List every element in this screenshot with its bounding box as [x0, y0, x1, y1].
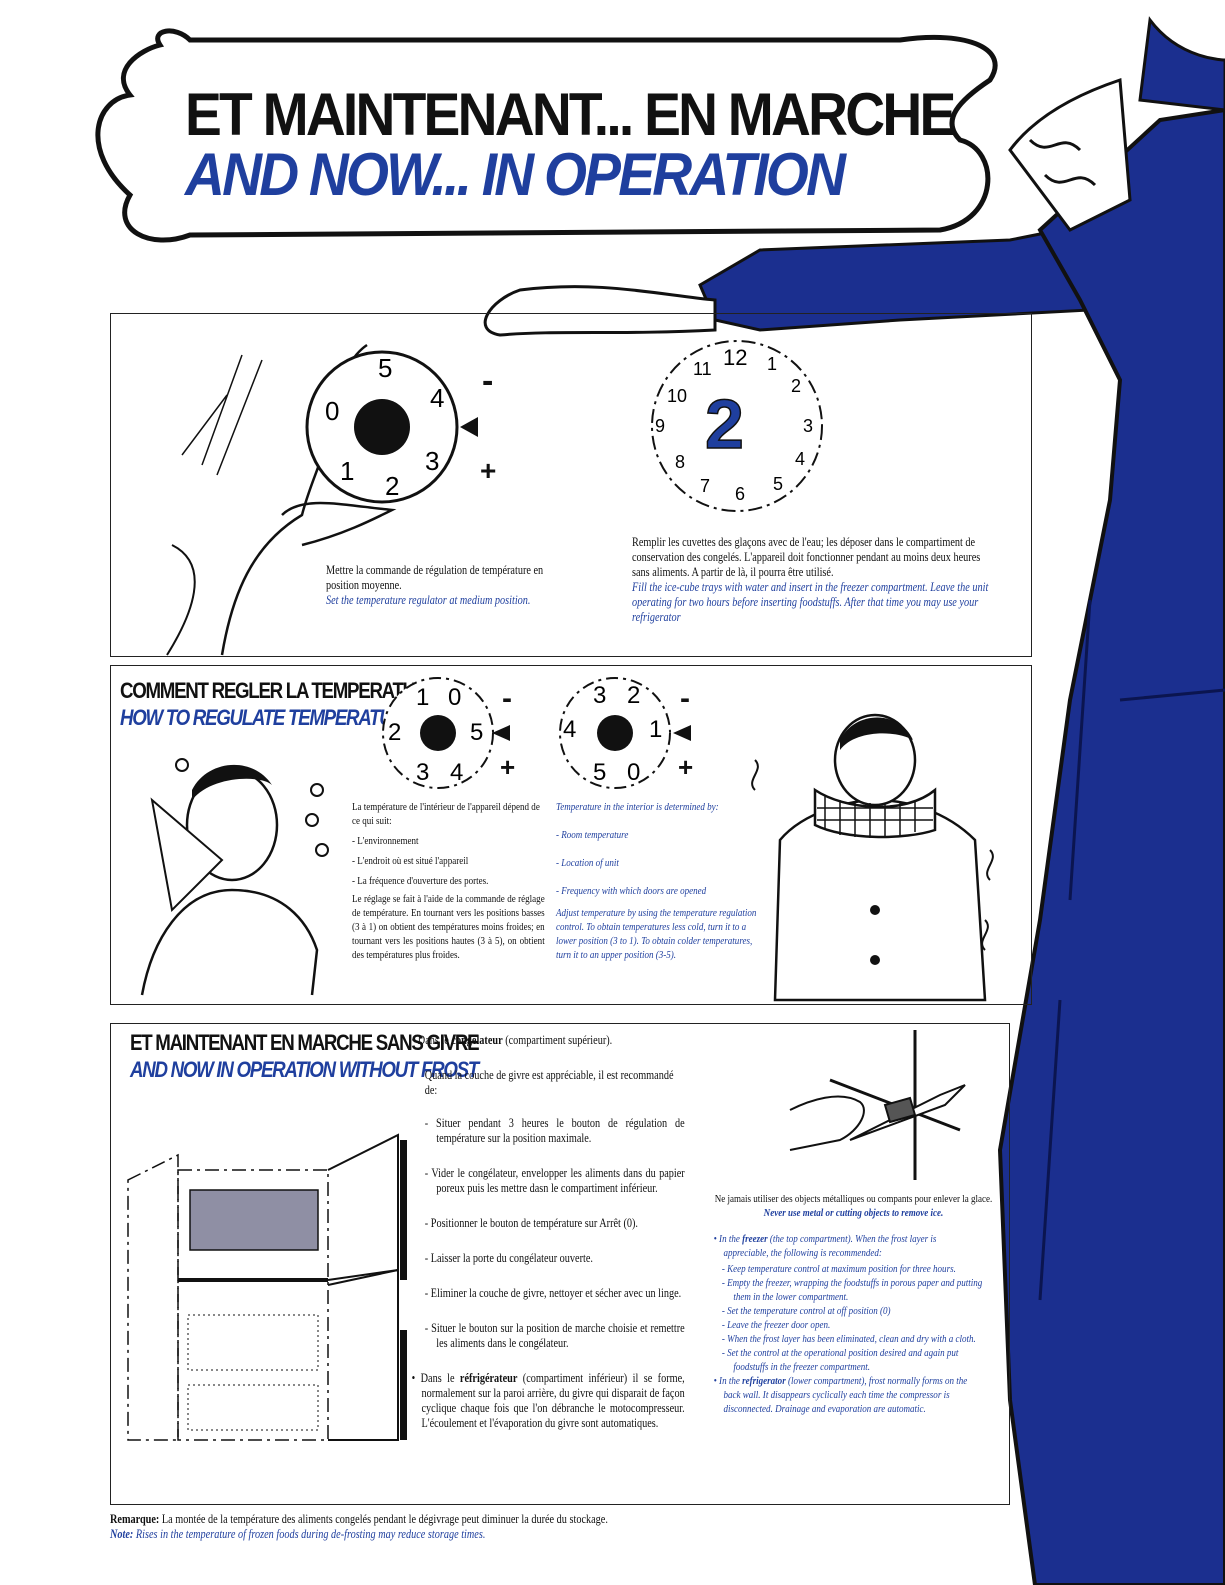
defrost-step-fr: - Laisser la porte du congélateur ouvert… — [424, 1251, 593, 1265]
dial-number: 0 — [325, 396, 339, 426]
step2-text-en: Fill the ice-cube trays with water and i… — [632, 580, 989, 624]
svg-text:2: 2 — [388, 719, 401, 746]
defrost-text-fr: • Dans le congélateur (compartiment supé… — [410, 1033, 685, 1431]
regulate-item-en: - Location of unit — [556, 857, 619, 869]
warning-fr: Ne jamais utiliser des objects métalliqu… — [714, 1193, 993, 1205]
open-fridge-illustration — [127, 1133, 407, 1441]
hot-person-illustration — [140, 758, 329, 996]
regulate-intro-fr: La température de l'intérieur de l'appar… — [352, 801, 540, 827]
defrost-step-en: - When the frost layer has been eliminat… — [721, 1333, 976, 1345]
svg-text:5: 5 — [470, 719, 483, 746]
regulate-heading-fr: COMMENT REGLER LA TEMPERATURE — [120, 678, 440, 703]
step1-text: Mettre la commande de régulation de temp… — [326, 563, 576, 608]
step2-text: Remplir les cuvettes des glaçons avec de… — [632, 535, 993, 625]
dial-cold: 3 2 1 0 5 4 — [559, 677, 691, 789]
defrost-step-en: - Keep temperature control at maximum po… — [721, 1263, 956, 1275]
step2-text-fr: Remplir les cuvettes des glaçons avec de… — [632, 535, 981, 579]
fridge-text-fr: • Dans le réfrigérateur (compartiment in… — [411, 1371, 685, 1430]
dial-warm-minus: - — [502, 682, 512, 715]
svg-text:5: 5 — [773, 474, 783, 494]
frost-note-fr: Quand la couche de givre est appréciable… — [424, 1068, 674, 1097]
note: Note: Rises in the temperature of frozen… — [110, 1527, 486, 1541]
regulate-text-en: Temperature in the interior is determine… — [556, 800, 761, 962]
svg-text:4: 4 — [795, 449, 805, 469]
defrost-step-fr: - Situer le bouton sur la position de ma… — [424, 1321, 685, 1350]
defrost-step-en: - Empty the freezer, wrapping the foodst… — [721, 1277, 983, 1303]
step1-text-fr: Mettre la commande de régulation de temp… — [326, 563, 544, 592]
svg-text:1: 1 — [416, 684, 429, 711]
dial-warm: 1 0 5 4 3 2 — [382, 677, 510, 789]
clock-two-hours: 12 1 2 3 4 5 6 7 8 9 10 11 2 — [651, 340, 823, 512]
defrost-step-fr: - Positionner le bouton de température s… — [424, 1216, 638, 1230]
svg-text:0: 0 — [448, 684, 461, 711]
svg-text:4: 4 — [450, 759, 463, 786]
defrost-heading-fr: ET MAINTENANT EN MARCHE SANS GIVRE — [130, 1030, 480, 1055]
footer: Remarque: La montée de la température de… — [110, 1512, 684, 1542]
freezer-intro-en: • In the freezer (the top compartment). … — [713, 1233, 937, 1259]
svg-text:5: 5 — [593, 759, 606, 786]
regulate-intro-en: Temperature in the interior is determine… — [556, 801, 719, 813]
svg-text:10: 10 — [667, 386, 687, 406]
dial-number: 4 — [430, 383, 444, 413]
defrost-step-en: - Set the temperature control at off pos… — [721, 1305, 891, 1317]
step1-text-en: Set the temperature regulator at medium … — [326, 593, 531, 607]
title-fr: ET MAINTENANT... EN MARCHE — [185, 81, 956, 148]
cold-person-illustration — [751, 713, 994, 1002]
dial-warm-plus: + — [500, 752, 516, 782]
regulate-item-en: - Room temperature — [556, 829, 629, 841]
fridge-text-en: • In the refrigerator (lower compartment… — [713, 1375, 968, 1415]
warning-en: Never use metal or cutting objects to re… — [763, 1207, 944, 1219]
svg-text:4: 4 — [563, 716, 576, 743]
regulate-adjust-en: Adjust temperature by using the temperat… — [556, 907, 757, 961]
dial-minus: - — [482, 362, 494, 400]
panel-defrost — [110, 1023, 1010, 1505]
warning-text: Ne jamais utiliser des objects métalliqu… — [710, 1192, 997, 1220]
svg-text:8: 8 — [675, 452, 685, 472]
defrost-heading-en: AND NOW IN OPERATION WITHOUT FROST — [130, 1057, 479, 1082]
svg-text:1: 1 — [649, 716, 662, 743]
dial-number: 1 — [340, 456, 354, 486]
regulate-item-fr: - La fréquence d'ouverture des portes. — [352, 875, 489, 887]
svg-text:12: 12 — [723, 345, 747, 370]
svg-text:3: 3 — [593, 682, 606, 709]
svg-text:2: 2 — [705, 385, 744, 463]
title-speech-bubble — [95, 28, 998, 243]
dial-number: 2 — [385, 471, 399, 501]
svg-text:6: 6 — [735, 484, 745, 504]
defrost-step-fr: - Situer pendant 3 heures le bouton de r… — [424, 1116, 685, 1145]
no-knife-illustration — [789, 1030, 966, 1180]
dial-number: 5 — [378, 353, 392, 383]
svg-text:2: 2 — [791, 376, 801, 396]
svg-text:2: 2 — [627, 682, 640, 709]
freezer-intro-fr: • Dans le congélateur (compartiment supé… — [411, 1033, 613, 1047]
regulate-text-fr: La température de l'intérieur de l'appar… — [352, 800, 545, 962]
temperature-dial: 5 4 3 2 1 0 — [305, 350, 478, 504]
title-en: AND NOW... IN OPERATION — [185, 141, 846, 208]
svg-text:9: 9 — [655, 416, 665, 436]
regulate-item-en: - Frequency with which doors are opened — [556, 885, 707, 897]
defrost-step-fr: - Vider le congélateur, envelopper les a… — [424, 1166, 685, 1195]
defrost-step-en: - Set the control at the operational pos… — [721, 1347, 959, 1373]
regulate-heading-en: HOW TO REGULATE TEMPERATURE — [120, 705, 416, 730]
dial-plus: + — [480, 455, 497, 486]
defrost-step-en: - Leave the freezer door open. — [721, 1319, 831, 1331]
svg-text:0: 0 — [627, 759, 640, 786]
panel-regulate — [110, 665, 1032, 1005]
panel-start — [110, 313, 1032, 657]
svg-text:3: 3 — [803, 416, 813, 436]
regulate-item-fr: - L'environnement — [352, 835, 419, 847]
regulate-adjust-fr: Le réglage se fait à l'aide de la comman… — [352, 893, 545, 961]
svg-text:1: 1 — [767, 354, 777, 374]
dial-cold-minus: - — [680, 682, 690, 715]
svg-text:11: 11 — [693, 359, 712, 379]
defrost-text-en: • In the freezer (the top compartment). … — [712, 1232, 983, 1416]
remark: Remarque: La montée de la température de… — [110, 1512, 608, 1526]
defrost-step-fr: - Eliminer la couche de givre, nettoyer … — [424, 1286, 682, 1300]
regulate-item-fr: - L'endroit où est situé l'appareil — [352, 855, 469, 867]
svg-text:7: 7 — [700, 476, 710, 496]
dial-number: 3 — [425, 446, 439, 476]
svg-text:3: 3 — [416, 759, 429, 786]
dial-cold-plus: + — [678, 752, 694, 782]
